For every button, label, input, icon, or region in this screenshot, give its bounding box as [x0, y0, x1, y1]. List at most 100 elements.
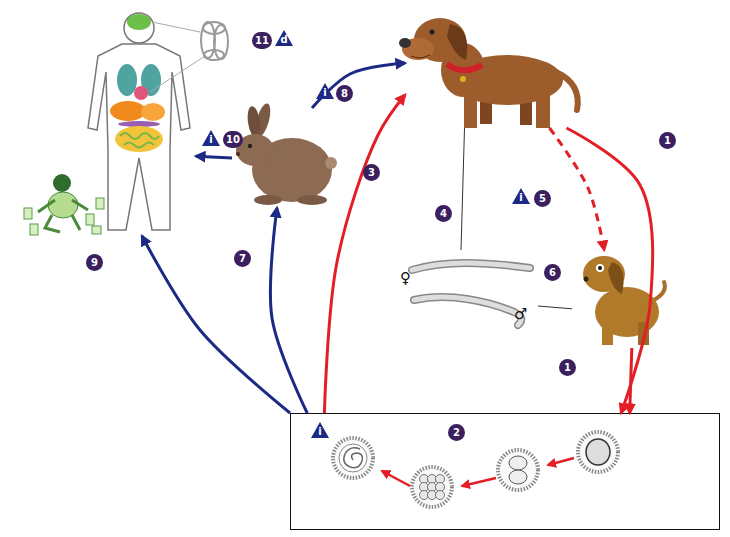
callout-number: 3: [363, 164, 380, 181]
child-figure: [30, 224, 38, 235]
egg-stages: [462, 478, 496, 486]
leader-line: [461, 128, 465, 250]
human-figure: [124, 13, 154, 43]
human-figure: [134, 86, 148, 100]
dog-figure: [399, 18, 578, 128]
egg-stages: [509, 470, 527, 484]
egg-stages: [509, 456, 527, 470]
sex-symbol: ♀: [400, 270, 411, 286]
egg-stages: [339, 444, 367, 472]
life-cycle-arrow: [550, 128, 605, 250]
child-figure: [92, 226, 101, 234]
egg-stages: [548, 458, 574, 465]
dog-figure: [447, 24, 467, 60]
life-cycle-arrow: [142, 236, 290, 413]
adult-worms: [412, 263, 530, 270]
puppy-figure: [654, 282, 665, 300]
child-figure: [86, 214, 94, 225]
puppy-figure: [608, 262, 624, 294]
rabbit-figure: [254, 195, 282, 205]
dog-figure: [399, 38, 411, 48]
egg-stages: [586, 439, 610, 465]
larvae: [203, 22, 225, 34]
callout-number: 10: [223, 131, 243, 148]
larvae: [214, 25, 228, 59]
human-figure: [127, 14, 151, 30]
dog-figure: [447, 64, 482, 70]
dog-host: [405, 10, 575, 128]
life-cycle-arrow: [196, 156, 232, 158]
dog-figure: [430, 30, 435, 35]
child-figure: [24, 174, 104, 235]
callout-number: 11: [252, 32, 272, 49]
infective-stage-triangle: i: [316, 83, 334, 99]
adult-worms: [412, 263, 530, 270]
life-cycle-arrow: [312, 63, 405, 108]
rabbit-figure: [246, 105, 262, 138]
larvae: [150, 56, 205, 92]
adult-worms: ♀♂: [398, 250, 538, 330]
rabbit-figure: [236, 152, 240, 156]
callout-number: 6: [544, 264, 561, 281]
callout-number: 7: [234, 250, 251, 267]
egg-stages: [333, 432, 618, 507]
child-figure: [38, 200, 88, 212]
infective-stage-triangle: i: [202, 130, 220, 146]
egg-stages-box: 2: [290, 413, 720, 530]
puppy-figure: [598, 266, 602, 270]
dog-figure: [411, 55, 430, 58]
egg-stages: [412, 467, 452, 507]
human-figure: [88, 44, 190, 230]
human-figure: [115, 126, 163, 152]
rabbit-figure: [236, 102, 337, 205]
egg-stages: [344, 448, 363, 468]
callout-number: 8: [336, 85, 353, 102]
callout-number: 1: [559, 359, 576, 376]
rabbit-host: [232, 108, 332, 208]
diagnostic-stage-triangle: d: [275, 30, 293, 46]
callout-number: 5: [534, 190, 551, 207]
adult-worms: [412, 263, 530, 325]
human-figure: [120, 133, 159, 148]
rabbit-figure: [248, 144, 252, 148]
life-cycle-arrow: [630, 348, 632, 413]
egg-stages: [498, 450, 538, 490]
human-figure: [88, 13, 190, 230]
rabbit-figure: [325, 157, 337, 169]
puppy-figure: [584, 277, 589, 282]
callout-number: 4: [435, 205, 452, 222]
infective-stage-triangle: i: [512, 188, 530, 204]
larvae: [152, 22, 200, 32]
egg-stages: [578, 432, 618, 472]
callout-number: 1: [659, 132, 676, 149]
leader-line: [538, 306, 572, 309]
callout-number: 9: [86, 254, 103, 271]
child-figure: [96, 198, 104, 209]
child-figure: [24, 208, 32, 219]
egg-stages: [436, 491, 445, 500]
dog-figure: [460, 76, 466, 82]
puppy-figure: [596, 264, 604, 272]
larvae: [150, 22, 228, 92]
human-figure: [117, 64, 137, 96]
larvae: [204, 50, 224, 60]
puppy-figure: [602, 318, 613, 345]
egg-stages: [382, 471, 410, 486]
sex-symbol: ♂: [514, 306, 527, 322]
infective-stage-triangle: i: [311, 422, 329, 438]
human-host: [88, 8, 196, 236]
child-figure: [48, 192, 78, 218]
human-figure: [110, 101, 146, 121]
callout-number: 2: [448, 424, 465, 441]
child-figure: [45, 215, 80, 232]
child-figure: [53, 174, 71, 192]
adult-worms: [414, 297, 521, 325]
life-cycle-arrow: [324, 95, 405, 413]
life-cycle-arrow: [270, 208, 307, 413]
dog-figure: [536, 88, 550, 128]
life-cycle-arrow: [567, 128, 653, 413]
